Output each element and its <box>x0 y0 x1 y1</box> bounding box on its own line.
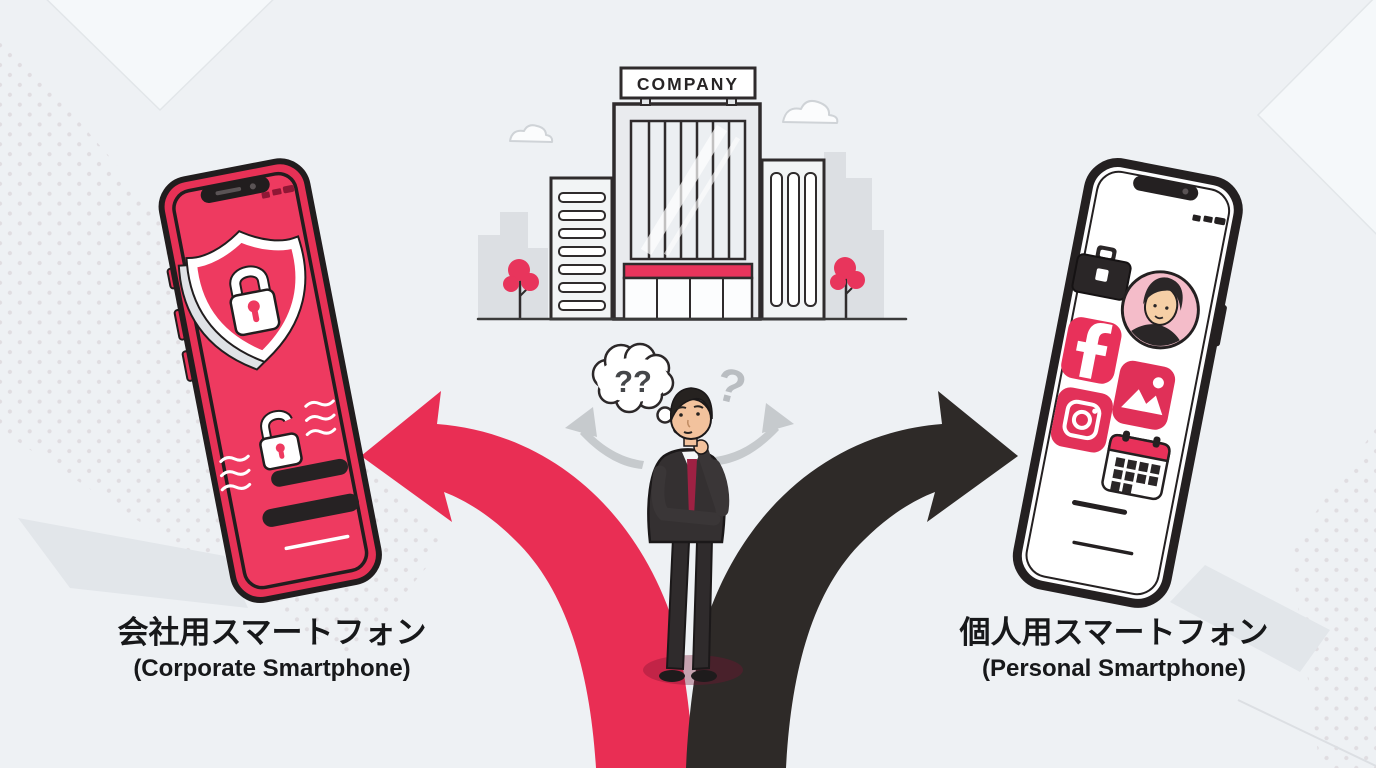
cloud-right <box>782 99 839 124</box>
left-phone-shadow <box>18 518 248 608</box>
instagram-icon <box>1050 387 1113 453</box>
briefcase-icon <box>1071 245 1132 301</box>
notch <box>1133 175 1199 201</box>
shield-lock-icon <box>177 230 307 371</box>
thought-bubble-text: ?? <box>614 364 652 399</box>
hair <box>670 387 713 422</box>
corporate-label-jp: 会社用スマートフォン <box>117 615 426 650</box>
avatar-icon <box>1119 270 1200 353</box>
necktie <box>687 459 697 517</box>
unlocked-padlock-icon <box>259 409 303 471</box>
black-arrow-personal <box>686 391 1018 768</box>
home-indicator <box>284 534 350 551</box>
screen-bar <box>262 493 360 527</box>
photos-icon <box>1112 360 1176 430</box>
home-indicator <box>1072 500 1128 515</box>
company-building: COMPANY <box>476 66 908 321</box>
small-arrow-right <box>715 403 794 465</box>
personal-phone <box>1012 158 1243 608</box>
right-phone-shadow <box>1170 565 1330 672</box>
signal-waves <box>219 399 337 492</box>
home-indicator-line <box>1072 540 1134 556</box>
screen-bar <box>271 458 348 487</box>
small-arrow-left <box>565 407 644 469</box>
tree-right <box>830 257 865 318</box>
red-arrow-corporate <box>361 391 694 768</box>
corporate-label-en: (Corporate Smartphone) <box>133 655 410 682</box>
dot-pattern-bottom-right <box>1290 428 1376 768</box>
personal-label-en: (Personal Smartphone) <box>982 655 1246 682</box>
businessman <box>643 387 743 685</box>
company-sign-text: COMPANY <box>637 74 739 94</box>
building-awning <box>622 262 754 280</box>
status-icons <box>261 184 295 199</box>
tree-left <box>503 259 539 318</box>
personal-label-jp: 個人用スマートフォン <box>958 615 1268 650</box>
company-sign <box>619 66 757 100</box>
corporate-phone <box>158 158 382 603</box>
facebook-icon <box>1061 317 1122 384</box>
calendar-icon <box>1101 430 1171 501</box>
cloud-left <box>509 124 554 143</box>
status-icons <box>1192 214 1226 226</box>
thought-bubble: ?? <box>591 342 684 435</box>
